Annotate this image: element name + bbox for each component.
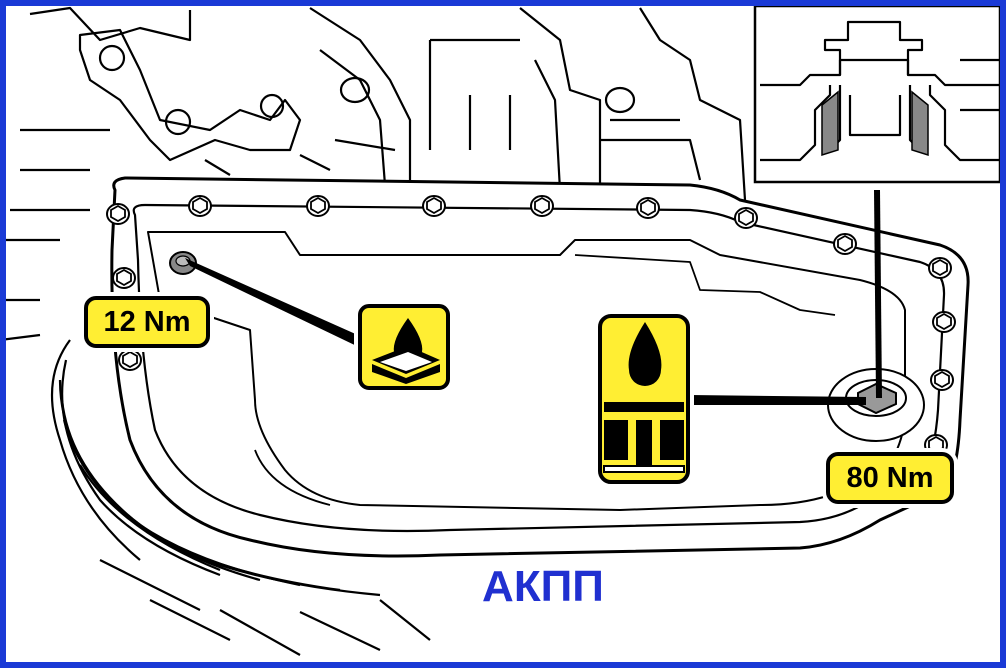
oil-drain-icon: [354, 300, 454, 394]
leader-lines: [185, 190, 882, 405]
filler-plug-torque-label: 80 Nm: [826, 452, 954, 504]
filler-plug: [827, 368, 925, 442]
drain-plug-torque-label: 12 Nm: [84, 296, 210, 348]
oil-level-icon: [594, 310, 694, 488]
oil-pan: [110, 176, 970, 558]
diagram-caption: АКПП: [482, 562, 604, 611]
seal-detail-inset: [753, 4, 1002, 184]
drain-plug: [169, 251, 197, 275]
converter-housing-ribs: [50, 339, 431, 656]
engine-block-outline: [0, 6, 747, 342]
